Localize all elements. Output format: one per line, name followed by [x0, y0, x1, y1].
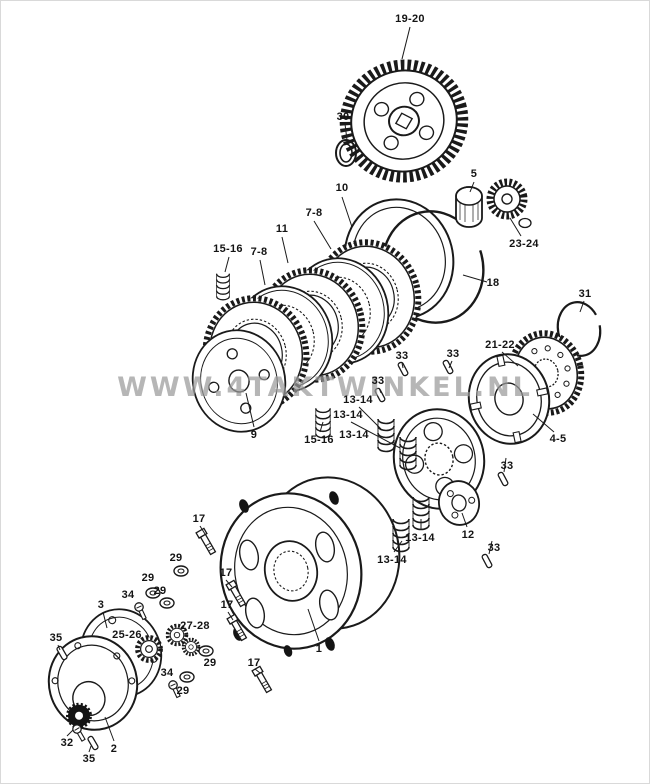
part-label: 33 [446, 348, 460, 360]
release-plate [438, 480, 480, 526]
part-label: 4-5 [549, 433, 567, 445]
part-label: 23-24 [509, 238, 539, 250]
part-label: 13-14 [343, 394, 373, 406]
part-label: 7-8 [250, 246, 268, 258]
part-label: 15-16 [304, 434, 334, 446]
part-label: 5 [470, 168, 478, 180]
part-label: 29 [176, 685, 190, 697]
part-label: 2 [110, 743, 118, 755]
clutch-outer-guide [455, 186, 483, 228]
clutch-spring-upper [215, 273, 231, 301]
part-label: 15-16 [213, 243, 243, 255]
part-label: 21-22 [485, 339, 515, 351]
part-label: 9 [250, 429, 258, 441]
part-label: 30 [336, 111, 350, 123]
part-label: 17 [247, 657, 261, 669]
part-label: 13-14 [377, 554, 407, 566]
part-label: 33 [487, 542, 501, 554]
part-label: 1 [315, 643, 323, 655]
part-label: 19-20 [395, 13, 425, 25]
part-label: 13-14 [405, 532, 435, 544]
part-label: 35 [49, 632, 63, 644]
part-label: 18 [486, 277, 500, 289]
part-label: 3 [97, 599, 105, 611]
part-label: 25-26 [112, 629, 142, 641]
part-label: 29 [141, 572, 155, 584]
clutch-center [392, 408, 486, 510]
clutch-pressure-plate [191, 329, 287, 433]
part-label: 13-14 [333, 409, 363, 421]
part-label: 29 [169, 552, 183, 564]
set-ring [335, 139, 357, 167]
part-label: 10 [335, 182, 349, 194]
part-label: 33 [371, 375, 385, 387]
oil-pump-drive-gear [486, 178, 528, 220]
clutch-outer [467, 353, 551, 445]
part-label: 34 [160, 667, 174, 679]
part-label: 31 [578, 288, 592, 300]
part-label: 11 [275, 223, 289, 235]
part-label: 35 [82, 753, 96, 765]
part-label: 33 [395, 350, 409, 362]
snap-ring-31 [556, 301, 602, 357]
part-label: 17 [192, 513, 206, 525]
leader-lines [57, 26, 585, 753]
part-label: 33 [500, 460, 514, 472]
pump-cover [47, 635, 139, 731]
part-label: 29 [203, 657, 217, 669]
part-label: 29 [153, 585, 167, 597]
part-label: 12 [461, 529, 475, 541]
part-label: 32 [60, 737, 74, 749]
gear-bushing [518, 217, 532, 229]
part-label: 13-14 [339, 429, 369, 441]
part-label: 34 [121, 589, 135, 601]
primary-driven-gear [339, 59, 469, 183]
part-label: 17 [220, 599, 234, 611]
pump-gear-27-28b [181, 637, 201, 657]
part-label: 7-8 [305, 207, 323, 219]
part-label: 27-28 [180, 620, 210, 632]
part-label: 17 [219, 567, 233, 579]
